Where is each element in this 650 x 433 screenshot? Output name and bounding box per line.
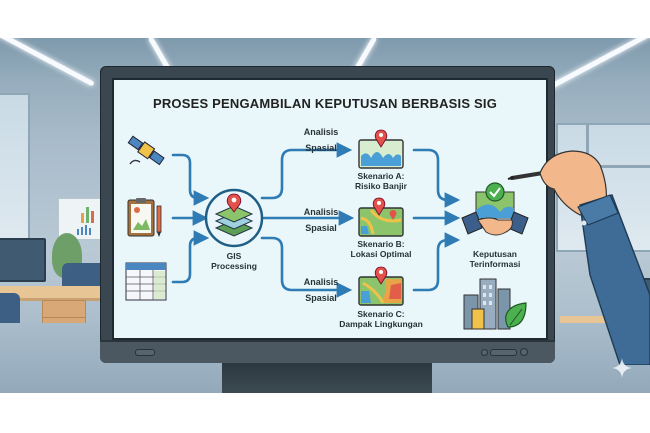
gis-layers-icon bbox=[204, 188, 264, 248]
scenario-line1: Skenario A: bbox=[357, 171, 405, 181]
monitor-indicator bbox=[481, 349, 488, 356]
analysis-label-a: Analisis Spasial bbox=[296, 124, 346, 156]
scenario-line1: Skenario C: bbox=[357, 309, 405, 319]
analysis-label-b: Analisis Spasial bbox=[296, 204, 346, 236]
output-label-line1: Keputusan bbox=[473, 249, 517, 259]
environmental-impact-map-icon bbox=[357, 265, 405, 307]
flood-map-icon bbox=[357, 128, 405, 170]
scenario-line1: Skenario B: bbox=[357, 239, 405, 249]
monitor-bezel bbox=[100, 340, 555, 363]
office-window-left bbox=[0, 93, 30, 247]
center-label-line1: GIS bbox=[226, 251, 242, 261]
sparkle-icon bbox=[612, 358, 632, 378]
monitor-control-strip[interactable] bbox=[490, 349, 517, 356]
clipboard-report-icon bbox=[126, 196, 166, 240]
center-label: GIS Processing bbox=[204, 251, 264, 271]
analysis-line1: Analisis bbox=[303, 127, 339, 137]
handshake-decision-icon bbox=[460, 180, 530, 246]
monitor-stand bbox=[222, 363, 432, 393]
office-desk bbox=[0, 286, 100, 301]
output-label: Keputusan Terinformasi bbox=[455, 249, 535, 269]
monitor-button-left[interactable] bbox=[135, 349, 155, 356]
hand-with-stylus bbox=[500, 145, 650, 365]
analysis-line1: Analisis bbox=[303, 207, 339, 217]
center-label-line2: Processing bbox=[211, 261, 257, 271]
power-button[interactable] bbox=[520, 348, 528, 356]
scenario-line2: Risiko Banjir bbox=[355, 181, 407, 191]
satellite-icon bbox=[124, 132, 166, 172]
scenario-label-c: Skenario C: Dampak Lingkungan bbox=[330, 309, 432, 329]
desk-computer-monitor bbox=[0, 238, 46, 282]
data-table-icon bbox=[125, 262, 167, 302]
analysis-line1: Analisis bbox=[303, 277, 339, 287]
analysis-line2: Spasial bbox=[305, 293, 337, 303]
city-leaf-icon bbox=[462, 275, 528, 331]
optimal-location-map-icon bbox=[357, 196, 405, 238]
output-label-line2: Terinformasi bbox=[469, 259, 521, 269]
scenario-label-a: Skenario A: Risiko Banjir bbox=[345, 171, 417, 191]
scenario-line2: Dampak Lingkungan bbox=[339, 319, 423, 329]
scenario-label-b: Skenario B: Lokasi Optimal bbox=[345, 239, 417, 259]
analysis-line2: Spasial bbox=[305, 223, 337, 233]
diagram-title: PROSES PENGAMBILAN KEPUTUSAN BERBASIS SI… bbox=[152, 96, 498, 111]
analysis-line2: Spasial bbox=[305, 143, 337, 153]
analysis-label-c: Analisis Spasial bbox=[296, 274, 346, 306]
scenario-line2: Lokasi Optimal bbox=[350, 249, 412, 259]
